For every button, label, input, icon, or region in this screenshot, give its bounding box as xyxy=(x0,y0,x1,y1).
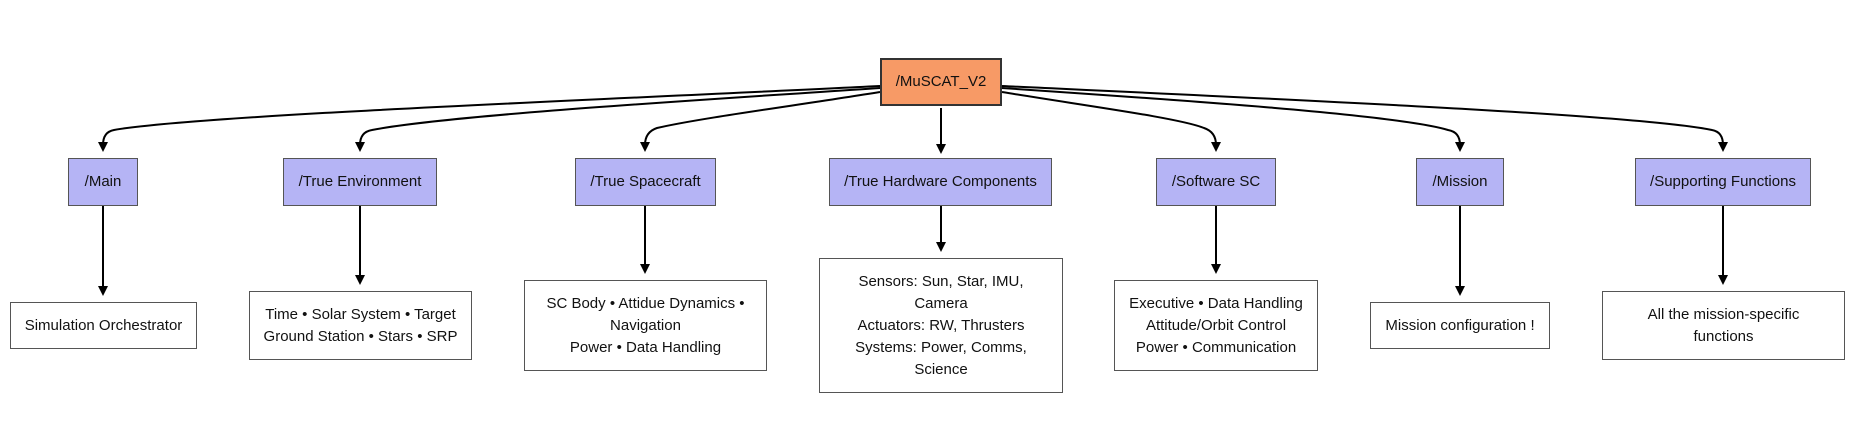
folder-label: /True Hardware Components xyxy=(844,173,1037,190)
desc-line: Navigation xyxy=(610,316,681,334)
desc-line: Systems: Power, Comms, xyxy=(855,338,1027,356)
desc-true-environment: Time • Solar System • Target Ground Stat… xyxy=(249,291,472,360)
desc-line: Simulation Orchestrator xyxy=(24,316,183,334)
desc-line: Camera xyxy=(914,294,968,312)
desc-supporting-functions: All the mission-specific functions xyxy=(1602,291,1845,360)
desc-line: Actuators: RW, Thrusters xyxy=(857,316,1025,334)
edge-root-supporting-functions xyxy=(1001,85,1728,152)
folder-label: /Main xyxy=(84,173,122,190)
desc-line: SC Body • Attidue Dynamics • xyxy=(546,294,745,312)
desc-line: Power • Data Handling xyxy=(569,338,722,356)
folder-label: /Supporting Functions xyxy=(1650,173,1796,190)
desc-line: Mission configuration ! xyxy=(1385,316,1535,334)
desc-true-hardware-components: Sensors: Sun, Star, IMU, Camera Actuator… xyxy=(819,258,1063,393)
desc-line: Sensors: Sun, Star, IMU, xyxy=(858,272,1024,290)
folder-true-spacecraft: /True Spacecraft xyxy=(575,158,716,206)
folder-label: /Mission xyxy=(1432,173,1488,190)
folder-software-sc: /Software SC xyxy=(1156,158,1276,206)
edge-root-true-environment xyxy=(355,87,881,152)
edge-root-main xyxy=(98,85,881,152)
desc-line: Time • Solar System • Target xyxy=(265,305,456,323)
desc-line: functions xyxy=(1693,327,1754,345)
folder-label: /Software SC xyxy=(1171,173,1261,190)
folder-main: /Main xyxy=(68,158,138,206)
folder-label: /True Spacecraft xyxy=(590,173,701,190)
folder-label: /True Environment xyxy=(298,173,422,190)
folder-supporting-functions: /Supporting Functions xyxy=(1635,158,1811,206)
edge-root-software-sc xyxy=(1001,91,1221,152)
root-node: /MuSCAT_V2 xyxy=(880,58,1002,106)
desc-line: Executive • Data Handling xyxy=(1129,294,1303,312)
desc-true-spacecraft: SC Body • Attidue Dynamics • Navigation … xyxy=(524,280,767,371)
desc-software-sc: Executive • Data Handling Attitude/Orbit… xyxy=(1114,280,1318,371)
folder-true-hardware-components: /True Hardware Components xyxy=(829,158,1052,206)
root-label: /MuSCAT_V2 xyxy=(895,73,987,90)
desc-mission: Mission configuration ! xyxy=(1370,302,1550,349)
desc-line: Power • Communication xyxy=(1135,338,1297,356)
desc-line: Science xyxy=(914,360,968,378)
folder-true-environment: /True Environment xyxy=(283,158,437,206)
folder-mission: /Mission xyxy=(1416,158,1504,206)
desc-line: Attitude/Orbit Control xyxy=(1145,316,1287,334)
desc-main: Simulation Orchestrator xyxy=(10,302,197,349)
desc-line: All the mission-specific xyxy=(1647,305,1800,323)
edge-root-true-spacecraft xyxy=(640,91,881,152)
desc-line: Ground Station • Stars • SRP xyxy=(263,327,458,345)
edge-root-mission xyxy=(1001,87,1465,152)
